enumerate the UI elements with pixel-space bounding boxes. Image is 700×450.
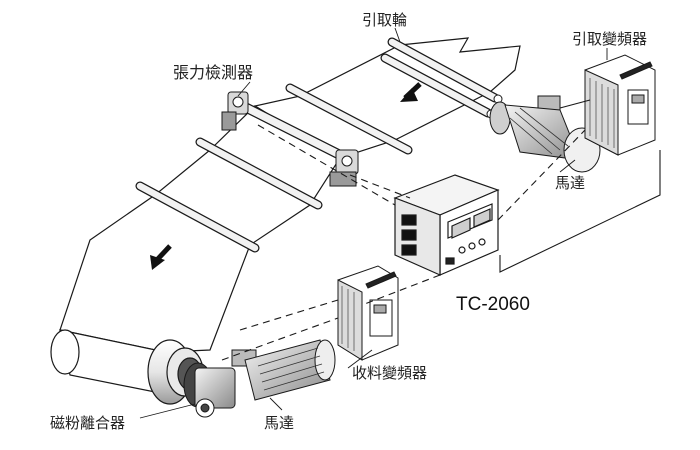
bottom-motor-label: 馬達 bbox=[264, 414, 294, 432]
controller-model-label: TC-2060 bbox=[456, 294, 530, 315]
magnetic-clutch bbox=[183, 362, 236, 418]
top-motor-label: 馬達 bbox=[555, 174, 585, 192]
load-cell-left bbox=[221, 91, 249, 131]
magnetic-clutch-label: 磁粉離合器 bbox=[50, 414, 125, 432]
gear-motor-icon bbox=[231, 339, 336, 401]
power-wiring bbox=[499, 99, 661, 273]
idler-roller bbox=[195, 137, 323, 210]
take-up-inverter-label: 收料變頻器 bbox=[352, 364, 427, 382]
take-up-inverter-unit bbox=[337, 265, 399, 361]
pull-roller-pair bbox=[380, 37, 503, 119]
idler-roller bbox=[285, 83, 413, 155]
gear-motor-icon bbox=[489, 95, 601, 173]
tension-controller-unit bbox=[393, 174, 500, 276]
idler-roller bbox=[135, 181, 260, 253]
down-left-arrow-icon bbox=[150, 244, 172, 270]
load-cell-right bbox=[329, 149, 359, 187]
tension-detector-label: 張力檢測器 bbox=[173, 63, 253, 82]
signal-wiring bbox=[221, 124, 586, 361]
down-left-arrow-icon bbox=[400, 82, 422, 102]
label-leaders bbox=[139, 27, 608, 419]
pull-inverter-label: 引取變頻器 bbox=[572, 30, 647, 48]
tension-detector-roller bbox=[230, 97, 355, 165]
pull-inverter-unit bbox=[584, 54, 656, 156]
pull-roller-label: 引取輪 bbox=[362, 11, 407, 29]
